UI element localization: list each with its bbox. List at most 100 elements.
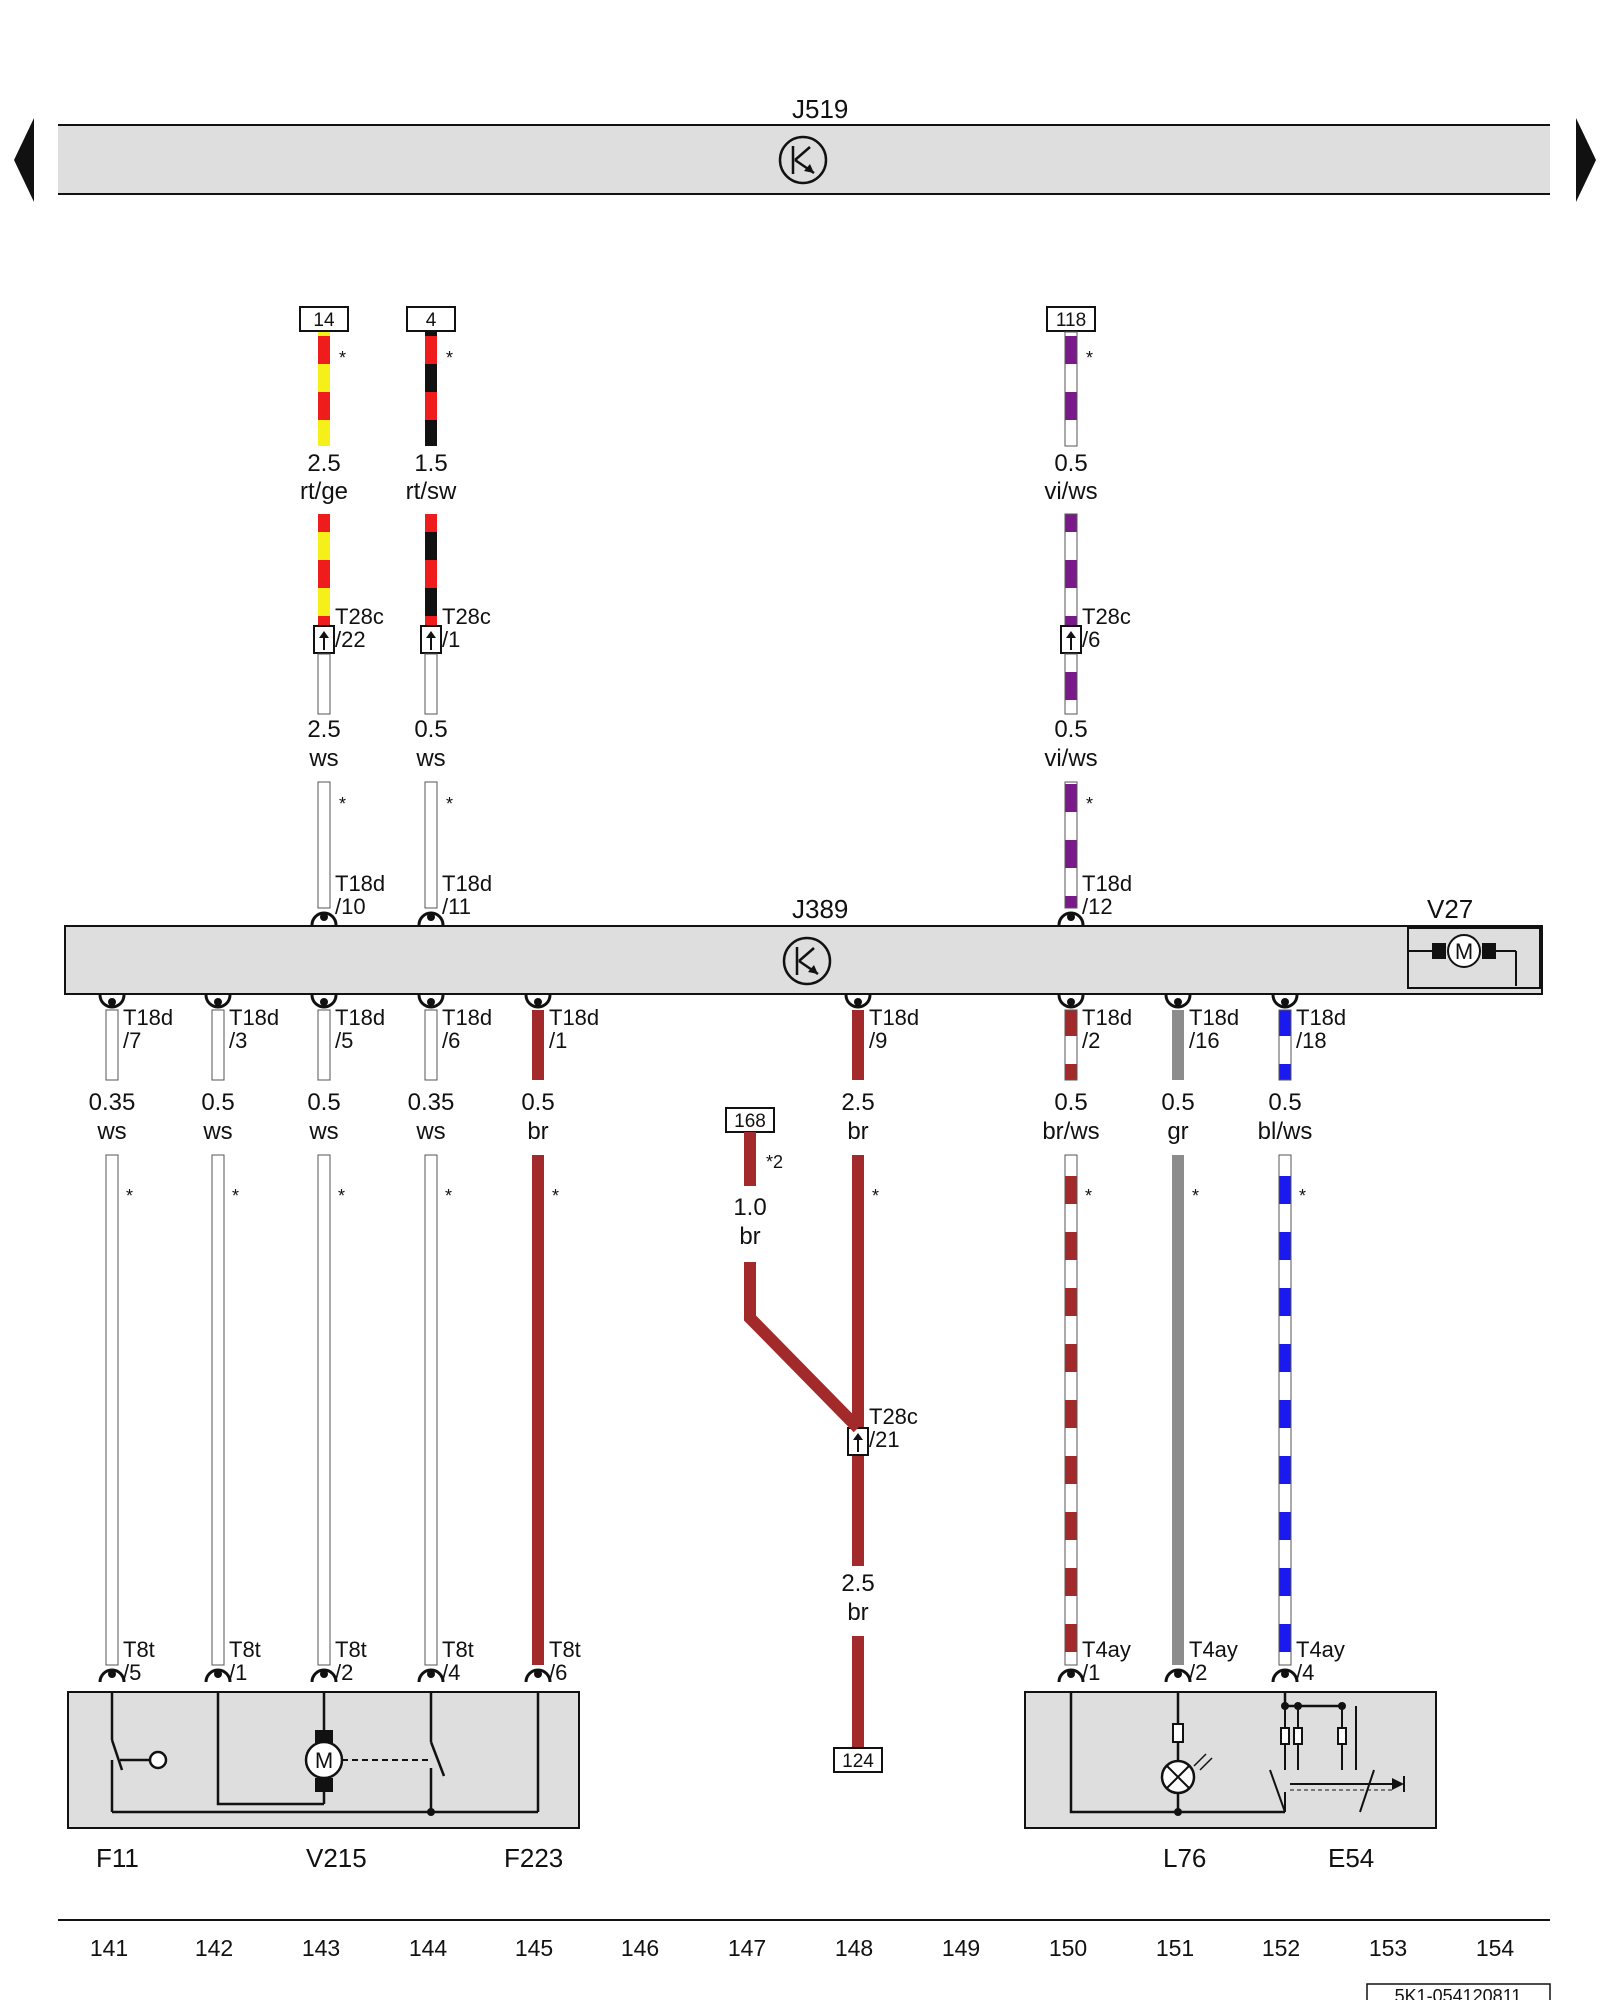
control-unit-icon xyxy=(778,135,828,185)
wire-size: 0.35 xyxy=(408,1089,455,1116)
connector-label: T4ay xyxy=(1082,1637,1131,1662)
column-number: 147 xyxy=(728,1935,766,1961)
connector-label: T8t xyxy=(549,1637,581,1662)
wire-size: 0.5 xyxy=(1054,1089,1087,1116)
connector-pin: /2 xyxy=(335,1660,353,1685)
connector-label: T28c xyxy=(1082,604,1131,629)
wire-size: 0.35 xyxy=(89,1089,136,1116)
wire-star: * xyxy=(1086,794,1093,814)
connector-label: T18d xyxy=(1082,1005,1132,1030)
wire-ref-box: 124 xyxy=(842,1751,874,1772)
wire-size: 0.5 xyxy=(1161,1089,1194,1116)
wire-size: 2.5 xyxy=(307,450,340,477)
next-page-arrow[interactable] xyxy=(1576,118,1596,202)
prev-page-arrow[interactable] xyxy=(14,118,34,202)
component-label-v215: V215 xyxy=(306,1843,367,1873)
wire-color: br xyxy=(847,1118,868,1145)
connector-label: T18d xyxy=(1189,1005,1239,1030)
connector-label: T18d xyxy=(549,1005,599,1030)
wire-star: * xyxy=(552,1186,559,1206)
connector-pin: /9 xyxy=(869,1028,887,1053)
wire-color: br/ws xyxy=(1042,1118,1099,1145)
motor-v27-symbol: M xyxy=(1407,927,1541,989)
component-label-e54: E54 xyxy=(1328,1843,1374,1873)
wire-color: rt/sw xyxy=(406,478,457,505)
wire-size: 2.5 xyxy=(307,716,340,743)
connector-label: T28c xyxy=(442,604,491,629)
lower-wire-t18d-3: T18d /3 0.5 ws * T8t /1 xyxy=(201,994,279,1685)
connector-pin: /2 xyxy=(1189,1660,1207,1685)
wire-color: ws xyxy=(415,1118,445,1145)
wire-note: *2 xyxy=(766,1152,783,1172)
branch-wire-168: 168 *2 1.0 br xyxy=(725,1107,863,1433)
connector-label: T18d xyxy=(335,871,385,896)
upper-wire-118: 118 * 0.5 vi/ws T28c /6 0.5 vi/ws * T18d… xyxy=(1044,306,1132,926)
connector-label: T4ay xyxy=(1189,1637,1238,1662)
wire-color: br xyxy=(527,1118,548,1145)
component-box-right xyxy=(1024,1691,1437,1829)
wire-star: * xyxy=(126,1186,133,1206)
wire-color: gr xyxy=(1167,1118,1188,1145)
connector-label: T4ay xyxy=(1296,1637,1345,1662)
column-number: 144 xyxy=(409,1935,448,1961)
connector-label: T28c xyxy=(869,1404,918,1429)
wire-color: ws xyxy=(202,1118,232,1145)
switch-f223-symbol xyxy=(427,1692,446,1816)
wire-color: vi/ws xyxy=(1044,745,1097,772)
connector-pin: /12 xyxy=(1082,894,1113,919)
wire-star: * xyxy=(872,1186,879,1206)
column-number: 148 xyxy=(835,1935,873,1961)
component-label-l76: L76 xyxy=(1163,1843,1206,1873)
wire-size: 0.5 xyxy=(521,1089,554,1116)
wire-star: * xyxy=(1085,1186,1092,1206)
module-j519-label: J519 xyxy=(792,94,848,124)
column-number: 152 xyxy=(1262,1935,1300,1961)
wire-color: vi/ws xyxy=(1044,478,1097,505)
wire-size: 0.5 xyxy=(414,716,447,743)
wire-ref-box: 168 xyxy=(734,1111,766,1132)
motor-v215-symbol: M xyxy=(304,1692,428,1804)
wire-size: 0.5 xyxy=(307,1089,340,1116)
wire-color: bl/ws xyxy=(1258,1118,1313,1145)
wire-ref-box: 14 xyxy=(313,310,335,331)
wire-star: * xyxy=(1192,1186,1199,1206)
connector-pin: /1 xyxy=(1082,1660,1100,1685)
component-label-f223: F223 xyxy=(504,1843,563,1873)
wire-color: br xyxy=(847,1599,868,1626)
wire-ref-box: 118 xyxy=(1056,310,1086,331)
wire-color: br xyxy=(739,1223,760,1250)
lower-wire-t18d-1: T18d /1 0.5 br * T8t /6 xyxy=(521,994,599,1685)
wire-size: 0.5 xyxy=(201,1089,234,1116)
wire-size: 2.5 xyxy=(841,1089,874,1116)
connector-pin: /1 xyxy=(229,1660,247,1685)
wire-size: 1.0 xyxy=(733,1194,766,1221)
connector-pin: /1 xyxy=(442,627,460,652)
connector-pin: /22 xyxy=(335,627,366,652)
connector-label: T18d xyxy=(123,1005,173,1030)
wire-star: * xyxy=(338,1186,345,1206)
connector-pin: /11 xyxy=(442,894,471,919)
wire-size: 0.5 xyxy=(1268,1089,1301,1116)
wire-size: 0.5 xyxy=(1054,450,1087,477)
column-number: 154 xyxy=(1476,1935,1515,1961)
module-j519: J519 xyxy=(58,94,1550,195)
connector-pin: /5 xyxy=(123,1660,141,1685)
lower-wire-t18d-6: T18d /6 0.35 ws * T8t /4 xyxy=(408,994,492,1685)
connector-pin: /7 xyxy=(123,1028,141,1053)
connector-label: T18d xyxy=(229,1005,279,1030)
motor-m-label: M xyxy=(315,1748,333,1773)
wire-star: * xyxy=(339,794,346,814)
wire-star: * xyxy=(1086,348,1093,368)
wire-color: ws xyxy=(415,745,445,772)
connector-label: T28c xyxy=(335,604,384,629)
lower-wire-t18d-9: T18d /9 2.5 br * T28c /21 2.5 br 124 xyxy=(833,994,919,1773)
connector-label: T8t xyxy=(442,1637,474,1662)
connector-label: T18d xyxy=(869,1005,919,1030)
connector-pin: /2 xyxy=(1082,1028,1100,1053)
connector-label: T8t xyxy=(335,1637,367,1662)
column-number: 150 xyxy=(1049,1935,1087,1961)
wire-star: * xyxy=(445,1186,452,1206)
connector-pin: /3 xyxy=(229,1028,247,1053)
upper-wire-14: 14 * 2.5 rt/ge T28c /22 2.5 ws * T18d /1… xyxy=(299,306,385,926)
